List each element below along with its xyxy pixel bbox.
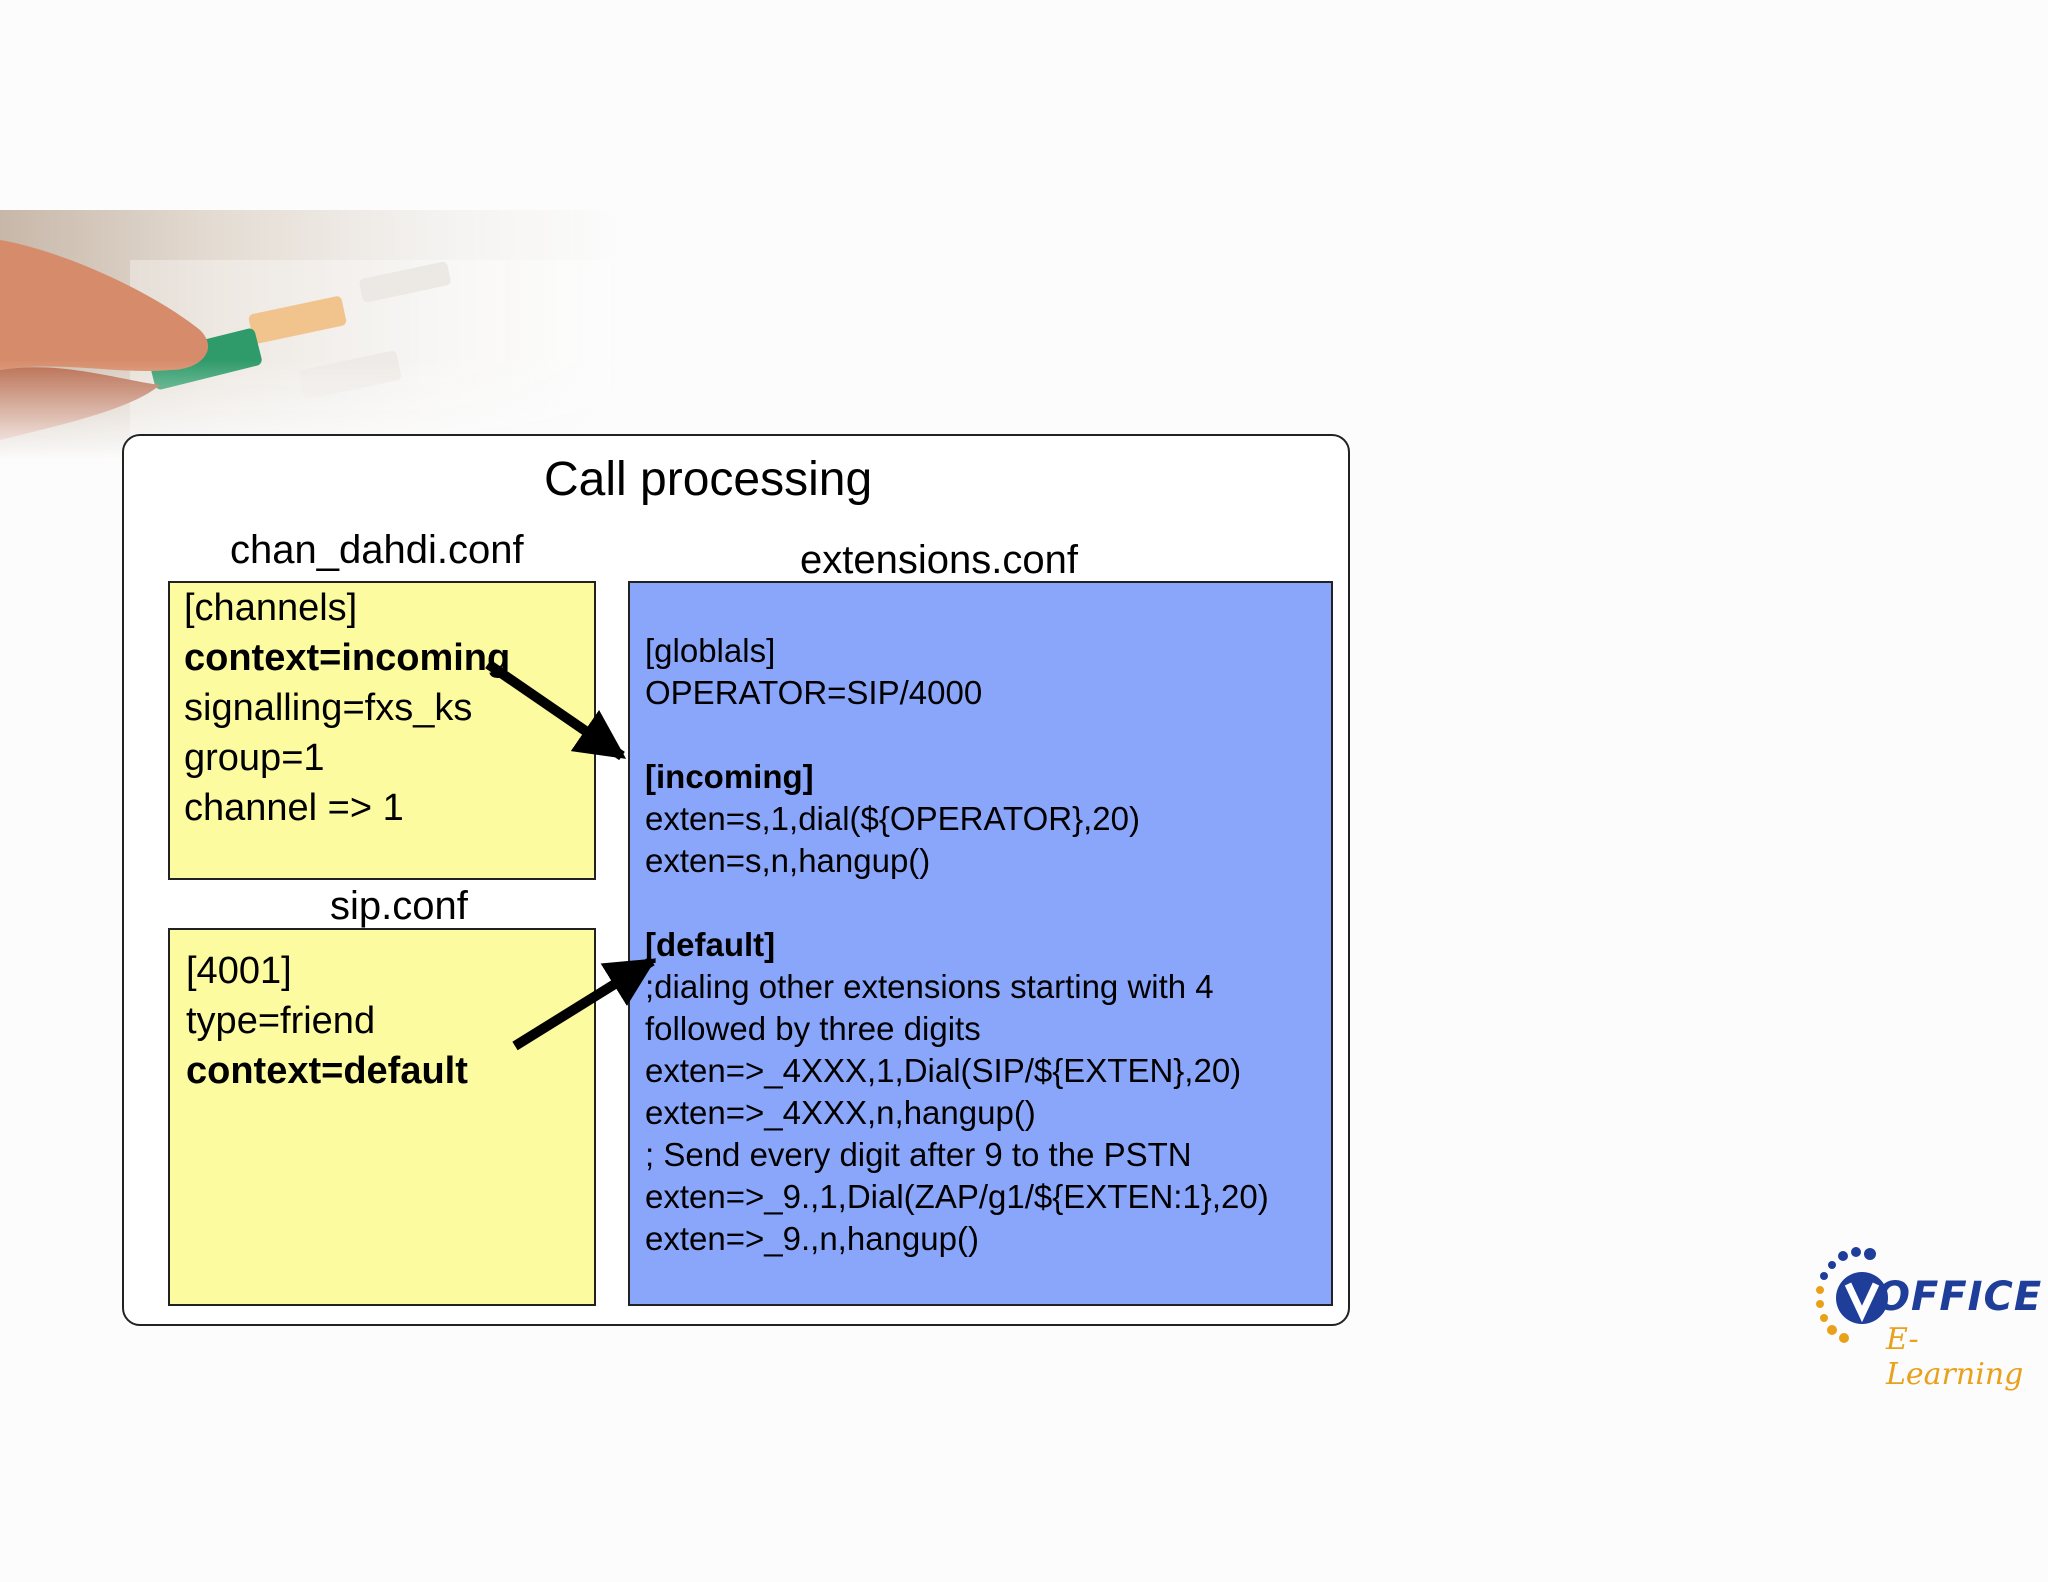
logo-mark-icon	[1816, 1247, 1888, 1343]
extensions-line: [globlals]	[645, 632, 776, 669]
logo-office-text: OFFICE	[1876, 1274, 2043, 1320]
extensions-line: exten=>_9.,1,Dial(ZAP/g1/${EXTEN:1},20)	[645, 1178, 1269, 1215]
extensions-line: exten=s,n,hangup()	[645, 842, 931, 879]
extensions-blank-line	[645, 714, 1331, 756]
logo-tagline: E-Learning	[1886, 1322, 2024, 1392]
chan-dahdi-label: chan_dahdi.conf	[230, 528, 524, 572]
extensions-line: exten=>_9.,n,hangup()	[645, 1220, 979, 1257]
chan-dahdi-box: [channels] context=incoming signalling=f…	[168, 581, 596, 880]
sip-conf-box: [4001] type=friend context=default	[168, 928, 596, 1306]
chan-dahdi-line: group=1	[184, 737, 325, 779]
extensions-default-header: [default]	[645, 926, 776, 963]
voffice-logo: OFFICE E-Learning	[1800, 1240, 2048, 1392]
extensions-conf-label: extensions.conf	[800, 538, 1078, 582]
chan-dahdi-line: signalling=fxs_ks	[184, 687, 473, 729]
header-photo	[0, 210, 620, 460]
extensions-line: exten=>_4XXX,1,Dial(SIP/${EXTEN},20)	[645, 1052, 1242, 1089]
chan-dahdi-context-line: context=incoming	[184, 637, 511, 679]
extensions-incoming-header: [incoming]	[645, 758, 814, 795]
extensions-conf-box: [globlals] OPERATOR=SIP/4000 [incoming] …	[628, 581, 1333, 1306]
extensions-blank-line	[645, 882, 1331, 924]
extensions-line: followed by three digits	[645, 1010, 981, 1047]
sip-conf-line: type=friend	[186, 1000, 376, 1042]
chan-dahdi-line: [channels]	[184, 587, 358, 629]
extensions-line: ; Send every digit after 9 to the PSTN	[645, 1136, 1192, 1173]
diagram-title: Call processing	[544, 453, 873, 506]
sip-conf-label: sip.conf	[330, 884, 468, 928]
extensions-line: OPERATOR=SIP/4000	[645, 674, 983, 711]
extensions-line: exten=>_4XXX,n,hangup()	[645, 1094, 1036, 1131]
extensions-line: ;dialing other extensions starting with …	[645, 968, 1214, 1005]
chan-dahdi-line: channel => 1	[184, 787, 404, 829]
extensions-line: exten=s,1,dial(${OPERATOR},20)	[645, 800, 1140, 837]
sip-conf-line: [4001]	[186, 950, 292, 992]
sip-context-line: context=default	[186, 1050, 468, 1092]
